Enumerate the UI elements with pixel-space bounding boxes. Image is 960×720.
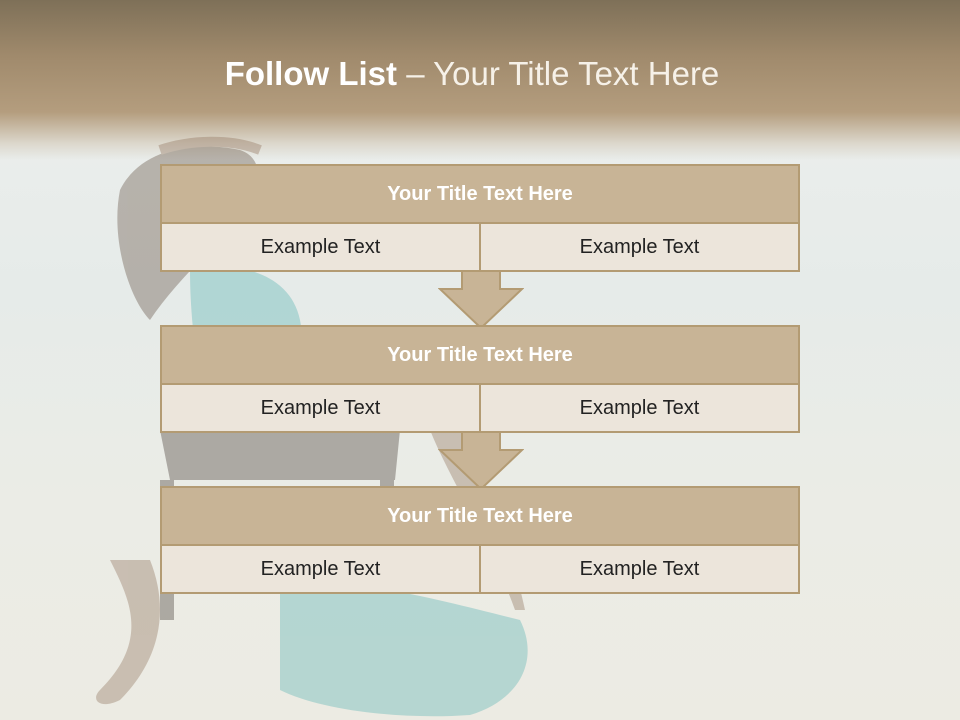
step-title: Your Title Text Here [162,327,798,385]
step-box-3: Your Title Text Here Example Text Exampl… [160,486,800,594]
step-row: Example Text Example Text [162,546,798,592]
step-right-text: Example Text [479,546,798,592]
step-left-text: Example Text [260,557,381,580]
step-box-1: Your Title Text Here Example Text Exampl… [160,164,800,272]
step-title: Your Title Text Here [162,166,798,224]
step-left-text: Example Text [260,396,381,419]
step-box-2: Your Title Text Here Example Text Exampl… [160,325,800,433]
down-arrow-icon [438,271,524,329]
slide-title: Follow List – Your Title Text Here [0,55,944,93]
step-title: Your Title Text Here [162,488,798,546]
step-left-text: Example Text [260,235,381,258]
step-row: Example Text Example Text [162,385,798,431]
slide-title-bold: Follow List [224,55,398,92]
step-right-text: Example Text [479,385,798,431]
slide-title-rest: – Your Title Text Here [397,55,720,92]
step-row: Example Text Example Text [162,224,798,270]
down-arrow-icon [438,432,524,490]
step-right-text: Example Text [479,224,798,270]
header-band [0,0,960,160]
